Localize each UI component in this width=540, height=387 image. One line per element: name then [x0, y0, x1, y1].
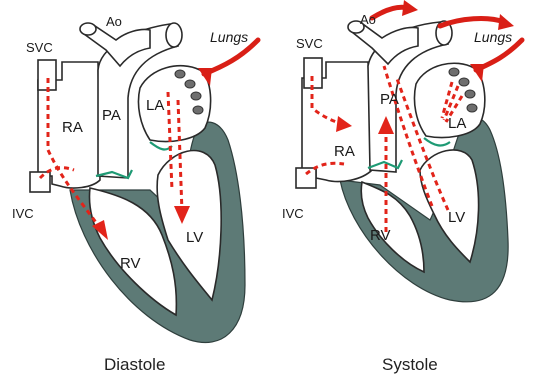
- diastole-svc: [38, 60, 56, 90]
- diastole-caption: Diastole: [104, 355, 165, 374]
- diastole-panel: SVC Ao Lungs PA LA RA IVC LV RV Diastole: [12, 14, 258, 374]
- diastole-svc-label: SVC: [26, 40, 53, 55]
- systole-ivc-label: IVC: [282, 206, 304, 221]
- diastole-ivc-label: IVC: [12, 206, 34, 221]
- systole-caption: Systole: [382, 355, 438, 374]
- diastole-rv-label: RV: [120, 255, 141, 272]
- systole-svc-label: SVC: [296, 36, 323, 51]
- diastole-ao-label: Ao: [106, 14, 122, 29]
- systole-la-label: LA: [448, 115, 466, 132]
- diastole-lungs-arrow: [204, 40, 258, 74]
- systole-rv-label: RV: [370, 227, 391, 244]
- diastole-la-label: LA: [146, 97, 164, 114]
- diastole-ivc: [30, 172, 50, 192]
- diastole-lv-label: LV: [186, 229, 203, 246]
- systole-panel: SVC Ao Lungs PA LA RA IVC RV LV Systole: [282, 0, 522, 374]
- diastole-pa-opening: [166, 23, 182, 47]
- systole-pa-label: PA: [380, 91, 399, 108]
- systole-mitral-valve: [424, 138, 450, 145]
- systole-ra-label: RA: [334, 143, 355, 160]
- systole-lv-label: LV: [448, 209, 465, 226]
- systole-lungs-label: Lungs: [474, 29, 512, 45]
- systole-pa-arrow: [440, 19, 504, 26]
- systole-svc: [304, 58, 322, 88]
- diastole-lungs-label: Lungs: [210, 29, 248, 45]
- diastole-pa-label: PA: [102, 107, 121, 124]
- systole-ivc: [296, 168, 316, 188]
- diastole-mitral-valve: [150, 142, 172, 149]
- systole-ao-label: Ao: [360, 12, 376, 27]
- diastole-ra-label: RA: [62, 119, 83, 136]
- diastole-ao-opening: [80, 23, 96, 35]
